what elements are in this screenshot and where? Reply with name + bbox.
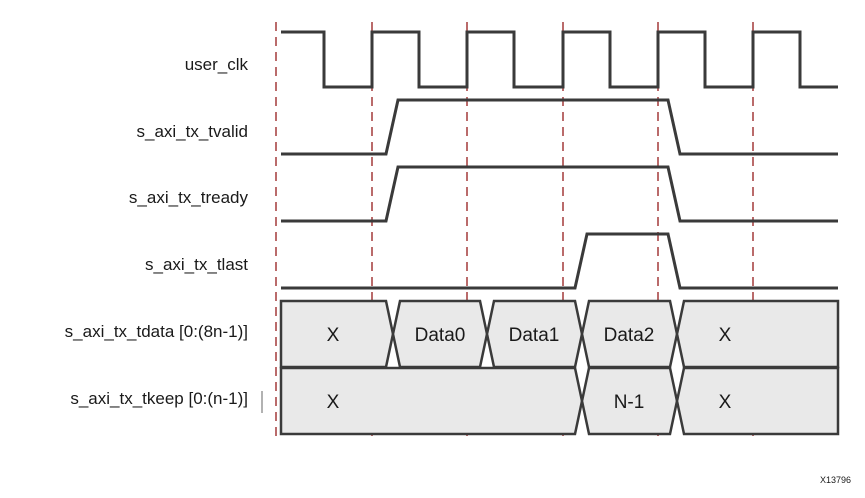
tready-waveform: [281, 165, 838, 223]
signal-label-tlast: s_axi_tx_tlast: [145, 255, 248, 274]
tdata-value: Data2: [604, 325, 655, 346]
bus-cell: [675, 299, 840, 369]
signal-label-user-clk: user_clk: [185, 55, 249, 74]
tdata-bus: X Data0 Data1 Data2 X: [279, 299, 840, 369]
signal-labels: user_clk s_axi_tx_tvalid s_axi_tx_tready…: [65, 55, 263, 413]
tkeep-value: X: [719, 392, 732, 413]
tlast-waveform: [281, 232, 838, 290]
signal-label-tkeep: s_axi_tx_tkeep [0:(n-1)]: [70, 389, 248, 408]
signal-label-tdata: s_axi_tx_tdata [0:(8n-1)]: [65, 322, 248, 341]
tkeep-bus: X N-1 X: [279, 366, 840, 436]
user-clk-waveform: [281, 30, 838, 89]
tdata-value: X: [719, 325, 732, 346]
tdata-value: Data1: [509, 325, 560, 346]
bus-cell: [675, 366, 840, 436]
figure-id: X13796: [820, 475, 851, 485]
tkeep-value: N-1: [614, 392, 645, 413]
tdata-value: Data0: [415, 325, 466, 346]
tvalid-waveform: [281, 98, 838, 156]
tdata-value: X: [327, 325, 340, 346]
signal-label-tvalid: s_axi_tx_tvalid: [136, 122, 248, 141]
tkeep-value: X: [327, 392, 340, 413]
bus-cell: [279, 299, 395, 369]
signal-label-tready: s_axi_tx_tready: [129, 188, 249, 207]
bus-cell: [279, 366, 584, 436]
